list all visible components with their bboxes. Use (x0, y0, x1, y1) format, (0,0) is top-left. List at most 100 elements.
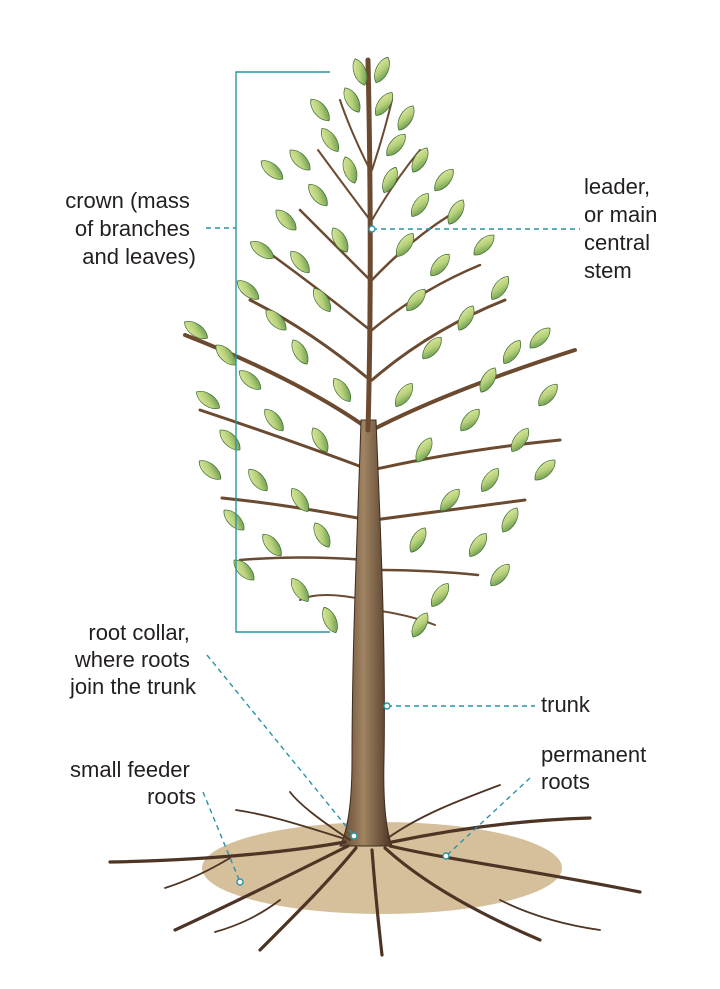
leaf (430, 253, 450, 277)
leaf (406, 288, 426, 312)
leaf (312, 288, 332, 312)
leaf (322, 606, 338, 634)
leaf (289, 149, 311, 171)
branch (372, 498, 527, 522)
branches (183, 99, 577, 626)
root-collar-label: root collar, where roots join the trunk (69, 620, 197, 699)
feeder-leader-line (202, 791, 241, 883)
leaf (529, 327, 551, 349)
feeder-point (236, 878, 244, 886)
feeder-roots-label: small feeder roots (70, 757, 196, 809)
branch (370, 298, 507, 382)
trunk-label: trunk (541, 692, 591, 717)
permanent-leader-line (445, 777, 531, 857)
branch (248, 298, 372, 382)
root (258, 846, 358, 952)
leaf (320, 128, 340, 152)
root-collar-point (350, 832, 358, 840)
leaf (434, 168, 454, 192)
leaf (265, 309, 287, 331)
leaf (290, 488, 310, 512)
leaf (409, 527, 427, 553)
leaf (250, 240, 274, 260)
leaf (291, 339, 309, 365)
root (370, 848, 384, 957)
leaf (480, 468, 500, 492)
leaf (502, 340, 522, 364)
leaf (440, 488, 460, 512)
leaf (219, 429, 241, 451)
branch (238, 556, 368, 562)
branch (339, 99, 371, 171)
root (289, 791, 351, 841)
branch (370, 438, 562, 472)
leaf (410, 193, 430, 217)
leaf (308, 183, 328, 207)
leaf (313, 522, 331, 548)
leader-stem (365, 57, 373, 433)
leaf (490, 563, 510, 587)
root (108, 840, 347, 864)
branch (183, 333, 372, 432)
root (383, 846, 542, 942)
permanent-roots-label: permanent roots (541, 742, 652, 794)
leader-label: leader, or main central stem (584, 174, 663, 283)
root (499, 899, 601, 931)
leaf (422, 336, 442, 360)
leaf (397, 105, 415, 131)
leaf (395, 233, 415, 257)
leaf (290, 250, 310, 274)
leaf (468, 533, 488, 557)
leaf (457, 305, 475, 331)
leaf (510, 428, 530, 452)
leaf (332, 378, 352, 402)
leaf (374, 92, 394, 116)
leaves (184, 56, 558, 638)
leaf (386, 133, 406, 157)
leaf (490, 276, 510, 300)
leaf (264, 408, 284, 432)
leaf (374, 56, 390, 84)
root (388, 844, 642, 894)
branch (372, 568, 480, 577)
leaf (310, 98, 330, 122)
crown-bracket (235, 71, 330, 633)
branch (298, 208, 372, 282)
root (235, 809, 343, 839)
leaf (311, 427, 329, 453)
root (173, 844, 350, 932)
permanent-point (442, 852, 450, 860)
leaf (238, 370, 262, 390)
leaf (290, 578, 310, 602)
leaf (415, 437, 433, 463)
leader-point (368, 225, 376, 233)
root (387, 784, 501, 839)
root (390, 816, 592, 844)
leaf (342, 156, 358, 184)
leaf (343, 87, 361, 113)
leaf (248, 468, 268, 492)
branch (370, 348, 577, 432)
leaf (382, 166, 398, 194)
trunk-point (383, 702, 391, 710)
leaf (411, 612, 429, 638)
root-collar-leader-line (206, 654, 355, 837)
leaf (223, 509, 245, 531)
leaf (352, 58, 368, 86)
leaf (394, 383, 414, 407)
root (164, 857, 231, 889)
branch (317, 149, 371, 221)
leaf (236, 280, 260, 300)
root (214, 899, 281, 933)
leaf (411, 147, 429, 173)
leaf (184, 320, 208, 340)
roots (108, 784, 642, 957)
leaf (473, 234, 495, 256)
branch (220, 496, 370, 522)
trunk-shape (339, 419, 393, 847)
leaf (262, 533, 282, 557)
branch (371, 99, 393, 171)
leaf (447, 199, 465, 225)
